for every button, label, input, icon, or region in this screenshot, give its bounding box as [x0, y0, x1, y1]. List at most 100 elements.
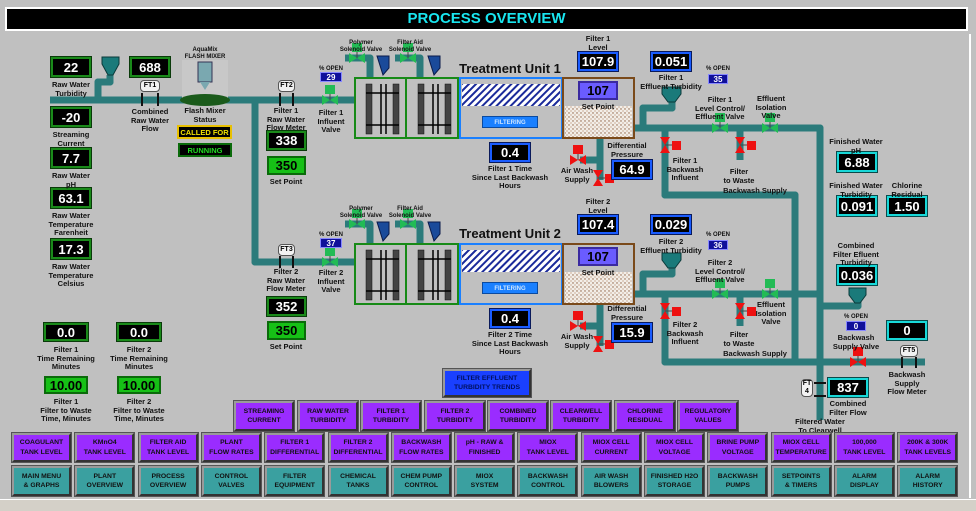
trend-button[interactable]: CLEARWELL TURBIDITY: [551, 401, 611, 431]
nav-button[interactable]: ALARM DISPLAY: [834, 466, 894, 496]
graph-button[interactable]: FILTER 2 DIFFERENTIAL: [328, 433, 388, 462]
trend-button[interactable]: COMBINED TURBIDITY: [488, 401, 548, 431]
nav-button[interactable]: FILTER EQUIPMENT: [265, 466, 325, 496]
trend-button[interactable]: RAW WATER TURBIDITY: [298, 401, 358, 431]
graph-button[interactable]: KMnO4 TANK LEVEL: [75, 433, 135, 462]
filter1-level-setpoint-readout[interactable]: 107: [578, 81, 618, 100]
graph-button[interactable]: COAGULANT TANK LEVEL: [12, 433, 71, 462]
nav-button[interactable]: MIOX SYSTEM: [455, 466, 515, 496]
graph-button[interactable]: FILTER 1 DIFFERENTIAL: [265, 433, 325, 462]
flow-meter-ft4[interactable]: FT 4: [801, 379, 813, 397]
graph-button[interactable]: BRINE PUMP VOLTAGE: [708, 433, 768, 462]
filter2-filter-to-waste-time-readout[interactable]: 10.00: [117, 376, 161, 394]
chlorine-residual-readout: 1.50: [887, 196, 927, 216]
labels-filter1-backwash-influent-label: Filter 1 Backwash Influent: [666, 156, 704, 183]
taskbar: [0, 499, 976, 511]
flow-meter-ft3[interactable]: FT3: [278, 244, 295, 256]
flow-meter-ft5[interactable]: FT5: [900, 345, 918, 357]
finished-water-turbidity-label-label: Finished Water Turbidity: [829, 181, 883, 199]
filter1-filter-to-waste-time-label-label: Filter 1 Filter to Waste Time, Minutes: [40, 397, 92, 424]
graph-button[interactable]: MIOX CELL TEMPERATURE: [771, 433, 831, 462]
filter2-effluent-turbidity-readout: 0.029: [651, 215, 691, 234]
flash-mixer-called-for-status: CALLED FOR: [177, 125, 232, 139]
filter2-level-setpoint-readout[interactable]: 107: [578, 247, 618, 266]
nav-button[interactable]: FINISHED H2O STORAGE: [645, 466, 704, 496]
filter2-time-remaining-readout: 0.0: [117, 323, 161, 341]
filter1-time-since-backwash-readout: 0.4: [490, 143, 530, 162]
filter1-flow-setpoint-readout[interactable]: 350: [267, 156, 306, 175]
nav-button[interactable]: SETPOINTS & TIMERS: [771, 466, 831, 496]
filter2-raw-water-flow-label-label: Filter 2 Raw Water Flow Meter: [266, 267, 306, 294]
percent-open-label: % OPEN: [843, 314, 868, 320]
filter1-level-readout: 107.9: [578, 52, 618, 71]
trend-button[interactable]: REGULATORY VALUES: [678, 401, 738, 431]
filter1-level-control-valve-percent-open: 35: [708, 74, 728, 84]
raw-water-temp-c-readout: 17.3: [51, 239, 91, 259]
nav-button[interactable]: CHEMICAL TANKS: [328, 466, 388, 496]
filter2-level-setpoint-label-label: Set Point: [581, 268, 615, 277]
filter1-flow-setpoint-label-label: Set Point: [269, 177, 303, 186]
filter2-influent-label-label: Filter 2 Influent Valve: [317, 268, 345, 295]
trend-button[interactable]: STREAMING CURRENT: [234, 401, 294, 431]
filter2-raw-water-flow-readout: 352: [267, 297, 306, 316]
polymer-hopper-icon: [376, 221, 390, 243]
raw-water-turbidity-readout: 22: [51, 57, 91, 77]
graph-button[interactable]: MIOX CELL CURRENT: [581, 433, 641, 462]
graph-button[interactable]: MIOX CELL VOLTAGE: [645, 433, 704, 462]
raw-water-ph-label-label: Raw Water pH: [51, 171, 91, 189]
labels-filter-aid-solenoid-label: Filter Aid Solenoid Valve: [388, 40, 432, 53]
filter1-raw-water-flow-label-label: Filter 1 Raw Water Flow Meter: [266, 106, 306, 133]
combined-filter-effluent-turbidity-label-label: Combined Filter Efluent Turbidity: [833, 241, 879, 268]
nav-button[interactable]: ALARM HISTORY: [898, 466, 958, 496]
backwash-supply-valve-percent-open: 0: [846, 321, 866, 331]
filter1-effluent-turbidity-label-label: Filter 1 Effluent Turbidity: [640, 73, 702, 91]
raw-water-turbidity-label-label: Raw Water Turbidity: [51, 80, 91, 98]
percent-open-label: % OPEN: [318, 232, 343, 238]
trend-button[interactable]: FILTER 2 TURBIDITY: [425, 401, 485, 431]
filter-aid-hopper-icon: [427, 55, 441, 77]
graph-button[interactable]: pH - RAW & FINISHED: [455, 433, 515, 462]
nav-button[interactable]: AIR WASH BLOWERS: [581, 466, 641, 496]
combined-filter-flow-readout: 837: [828, 378, 868, 397]
labels-filter2-backwash-influent-label: Filter 2 Backwash Influent: [666, 320, 704, 347]
streaming-current-readout: -20: [51, 107, 91, 127]
nav-button[interactable]: BACKWASH CONTROL: [518, 466, 578, 496]
nav-button[interactable]: CHEM PUMP CONTROL: [391, 466, 451, 496]
filter1-filter-to-waste-time-readout[interactable]: 10.00: [44, 376, 88, 394]
trend-button[interactable]: FILTER 1 TURBIDITY: [361, 401, 421, 431]
filter-aid-hopper-icon: [427, 221, 441, 243]
nav-button[interactable]: MAIN MENU & GRAPHS: [12, 466, 71, 496]
filter2-flow-setpoint-readout[interactable]: 350: [267, 321, 306, 340]
nav-button[interactable]: PROCESS OVERVIEW: [138, 466, 198, 496]
flow-meter-ft2[interactable]: FT2: [278, 80, 295, 92]
chlorine-residual-label-label: Chlorine Residual: [891, 181, 923, 199]
labels-backwash-supply-label: Backwash Supply: [723, 186, 787, 195]
graph-button[interactable]: 100,000 TANK LEVEL: [834, 433, 894, 462]
filter1-level-control-label-label: Filter 1 Level Control/ Effluent Valve: [694, 95, 745, 122]
raw-water-ph-readout: 7.7: [51, 148, 91, 168]
polymer-hopper-icon: [376, 55, 390, 77]
filter-effluent-turbidity-trends-button[interactable]: FILTER EFFLUENT TURBIDITY TRENDS: [443, 369, 531, 397]
streaming-current-label-label: Streaming Current: [52, 130, 90, 148]
nav-button[interactable]: PLANT OVERVIEW: [75, 466, 135, 496]
unit2-state-indicator: FILTERING: [482, 282, 538, 294]
graph-button[interactable]: MIOX TANK LEVEL: [518, 433, 578, 462]
filter1-differential-pressure-label-label: Differential Pressure: [607, 141, 647, 159]
graph-button[interactable]: PLANT FLOW RATES: [201, 433, 261, 462]
filter1-time-since-backwash-label-label: Filter 1 Time Since Last Backwash Hours: [471, 164, 549, 191]
graph-button[interactable]: FILTER AID TANK LEVEL: [138, 433, 198, 462]
labels-air-wash-supply-label: Air Wash Supply: [560, 332, 594, 350]
flow-meter-ft1[interactable]: FT1: [140, 80, 160, 92]
trend-button[interactable]: CHLORINE RESIDUAL: [615, 401, 675, 431]
graph-button[interactable]: BACKWASH FLOW RATES: [391, 433, 451, 462]
labels-polymer-solenoid-label: Polymer Solenoid Valve: [339, 40, 383, 53]
filter2-differential-pressure-label-label: Differential Pressure: [607, 304, 647, 322]
filter2-time-since-backwash-label-label: Filter 2 Time Since Last Backwash Hours: [471, 330, 549, 357]
chemical-hoppers: [376, 55, 441, 243]
labels-flash-mixer-brand-label: AquaMix FLASH MIXER: [184, 47, 226, 60]
graph-button[interactable]: 200K & 300K TANK LEVELS: [898, 433, 958, 462]
labels-effluent-isolation-valve-label: Effluent Isolation Valve: [755, 94, 787, 121]
nav-button[interactable]: CONTROL VALVES: [201, 466, 261, 496]
nav-button[interactable]: BACKWASH PUMPS: [708, 466, 768, 496]
